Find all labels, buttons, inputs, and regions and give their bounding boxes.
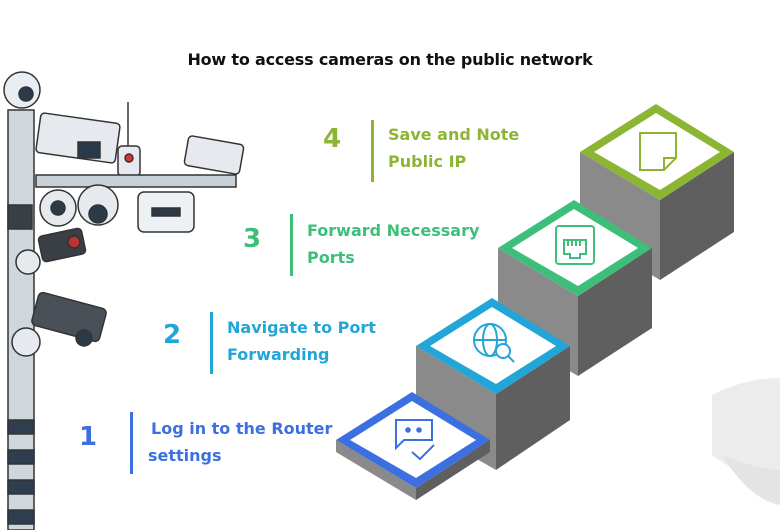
- step-label: Forward Necessary Ports: [307, 217, 507, 271]
- step-divider: [290, 214, 293, 276]
- step-label-line2: settings: [148, 446, 222, 465]
- camera-pole-graphic: [3, 71, 245, 530]
- step-divider: [130, 412, 133, 474]
- step-label-line1: Navigate to Port: [227, 318, 376, 337]
- chat-check-icon: [395, 419, 435, 461]
- step-label: Log in to the Router settings: [148, 415, 348, 469]
- step-number: 4: [322, 124, 342, 154]
- note-icon: [639, 132, 677, 171]
- step-divider: [371, 120, 374, 182]
- step-label-line1: Log in to the Router: [151, 419, 333, 438]
- staircase: [336, 104, 734, 500]
- step-label-line2: Ports: [307, 248, 355, 267]
- page-title: How to access cameras on the public netw…: [187, 50, 593, 69]
- step-label: Navigate to Port Forwarding: [227, 314, 427, 368]
- globe-search-icon: [473, 323, 515, 363]
- dome-camera-graphic: [712, 378, 780, 505]
- step-number: 3: [242, 224, 262, 254]
- step-number: 2: [162, 320, 182, 350]
- ethernet-port-icon: [555, 225, 595, 265]
- step-label-line1: Save and Note: [388, 125, 520, 144]
- step-label-line1: Forward Necessary: [307, 221, 480, 240]
- step-label: Save and Note Public IP: [388, 121, 588, 175]
- step-divider: [210, 312, 213, 374]
- step-label-line2: Forwarding: [227, 345, 330, 364]
- step-label-line2: Public IP: [388, 152, 467, 171]
- step-number: 1: [78, 422, 98, 452]
